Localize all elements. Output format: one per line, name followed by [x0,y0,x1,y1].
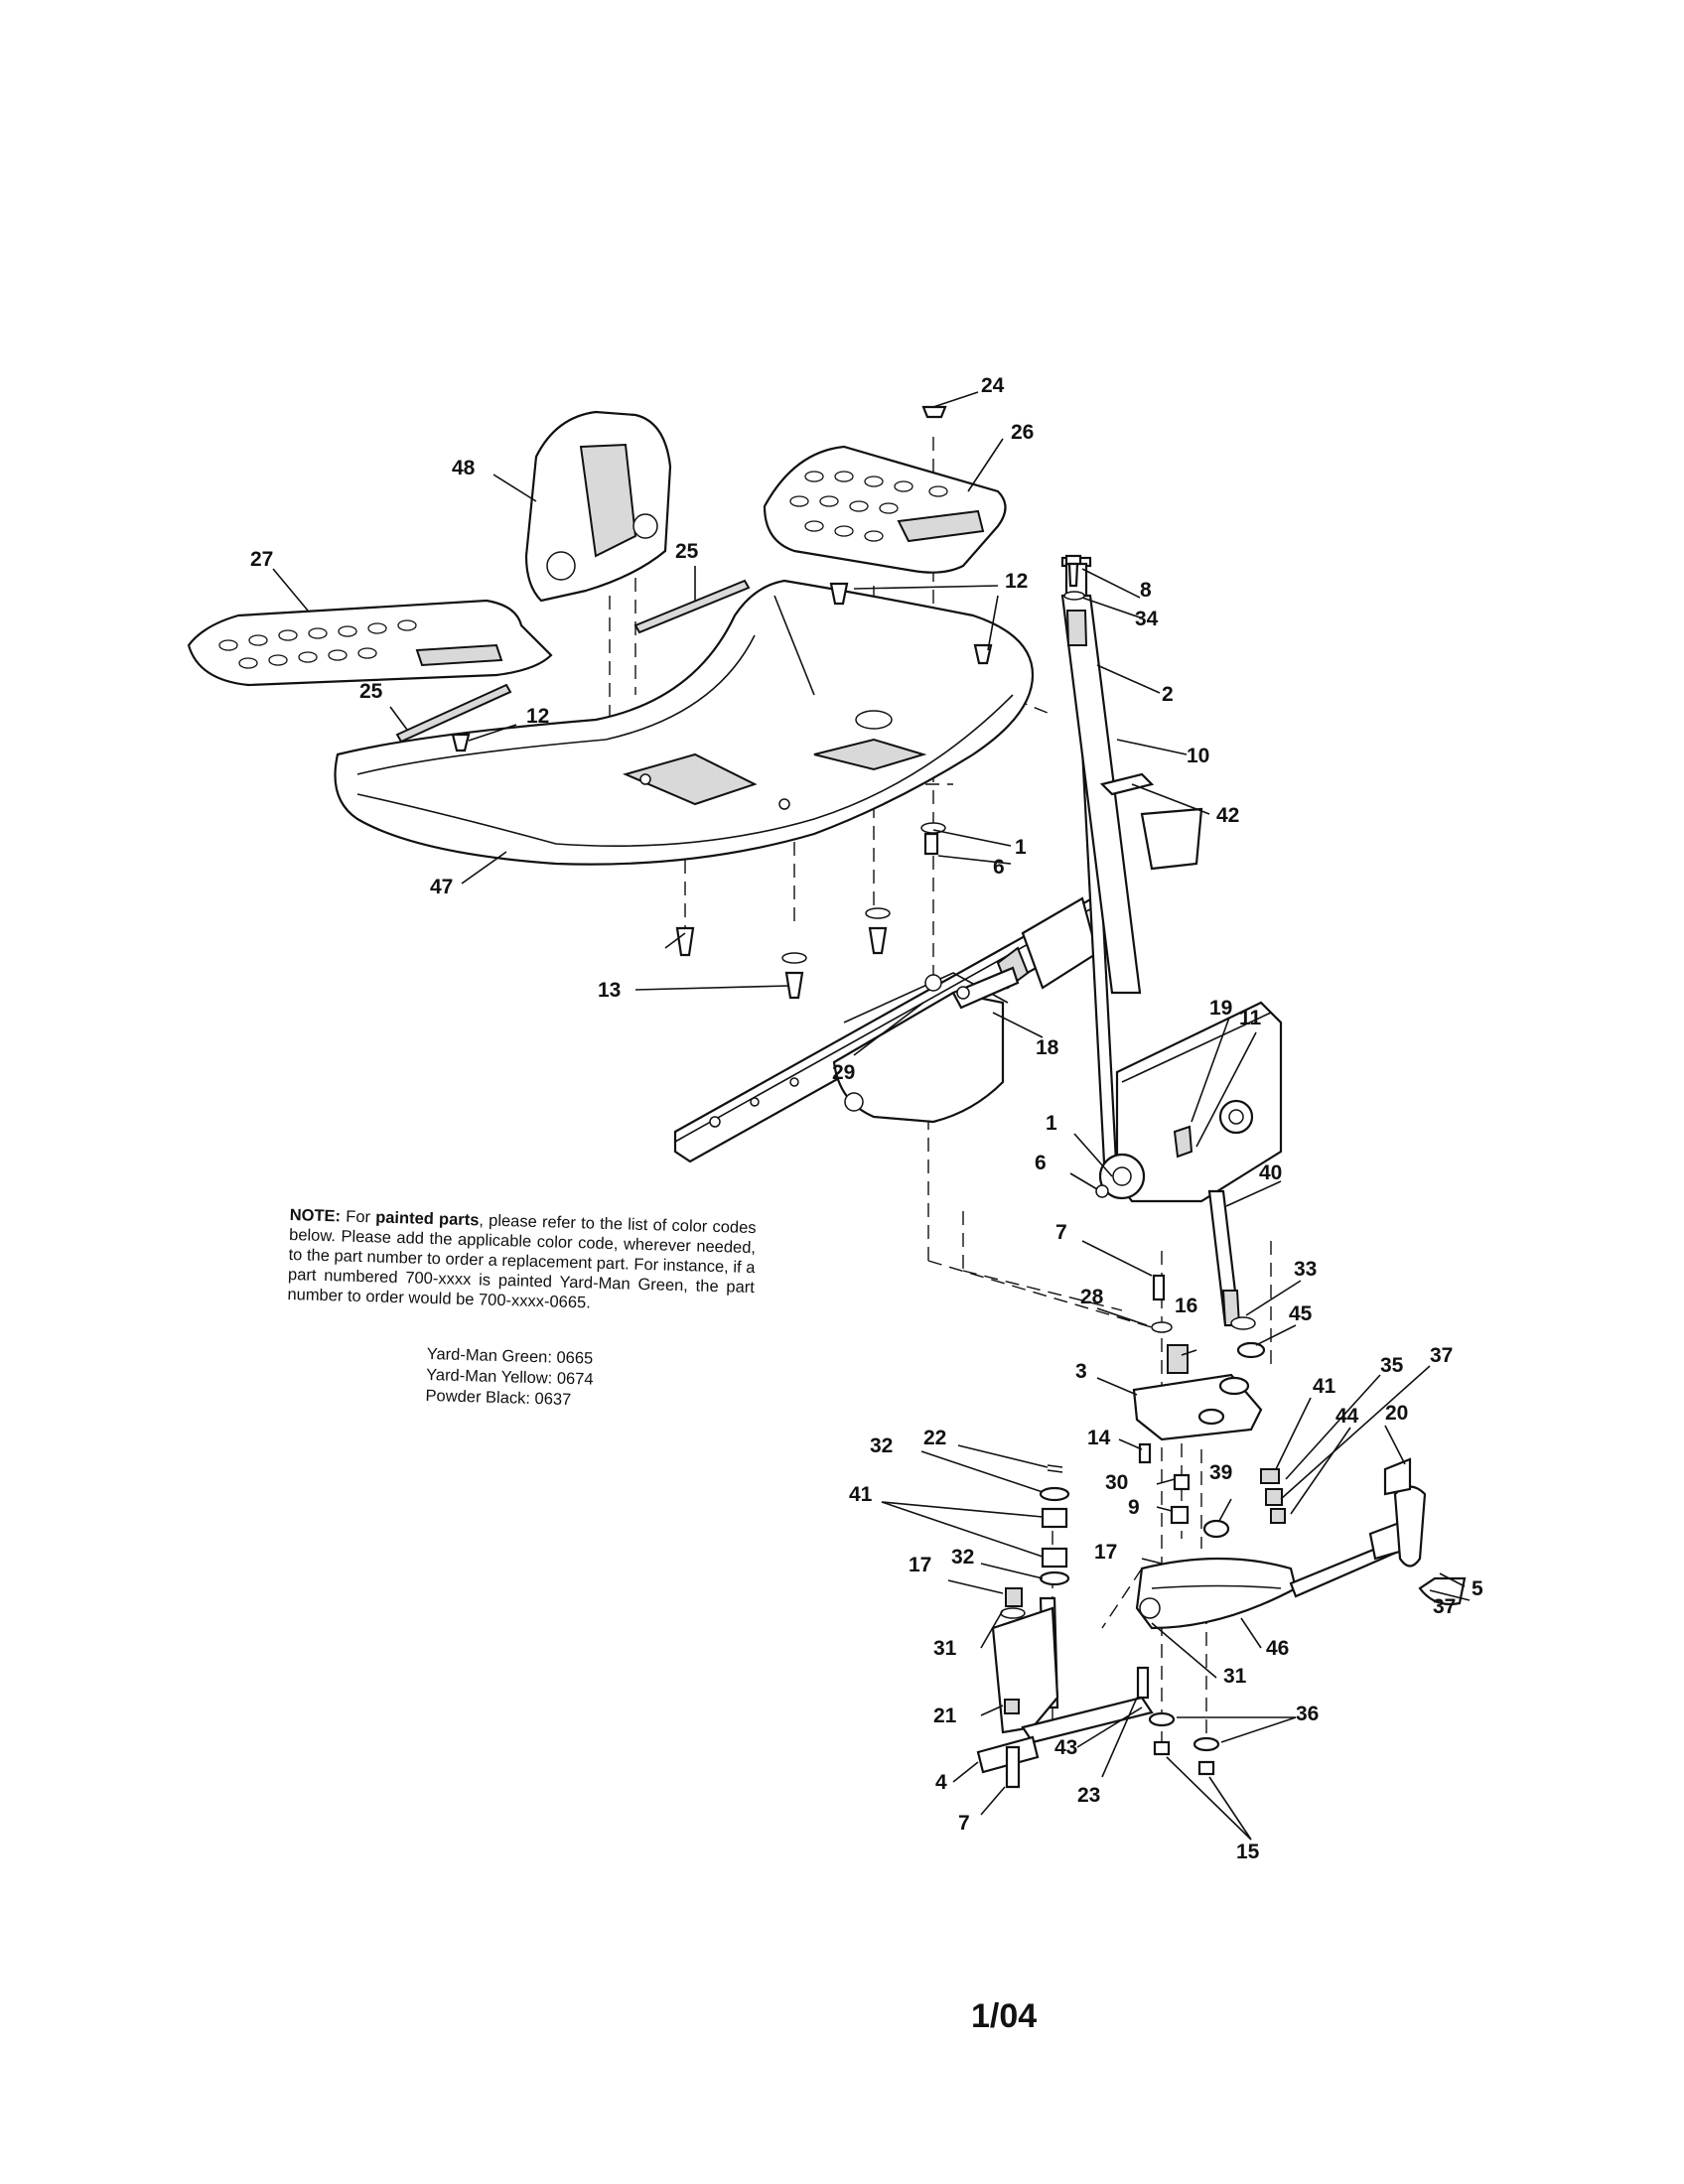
callout-9: 9 [1128,1496,1140,1519]
callout-30: 30 [1105,1471,1128,1494]
color-code-list: Yard-Man Green: 0665 Yard-Man Yellow: 06… [425,1344,594,1412]
leader-lines [272,391,1471,1841]
callout-32-left: 32 [951,1546,974,1569]
callout-12-top: 12 [1005,570,1028,593]
right-foot-plate-part [763,445,1007,574]
callout-29: 29 [832,1061,855,1084]
lower-shaft-part [1207,1189,1241,1327]
callout-11: 11 [1239,1007,1262,1029]
callout-33: 33 [1294,1258,1317,1281]
lower-washer-parts [1136,1666,1220,1776]
callout-4: 4 [935,1771,947,1794]
callout-1-mid: 1 [1046,1112,1057,1135]
callout-16: 16 [1175,1295,1197,1317]
small-hardware-parts [451,405,1085,856]
painted-parts-note: NOTE: For painted parts, please refer to… [287,1205,757,1317]
callout-41-left: 41 [849,1483,873,1506]
callout-5: 5 [1472,1577,1483,1600]
callout-31-left: 31 [933,1637,957,1660]
note-prefix: NOTE: [289,1205,342,1226]
callout-3: 3 [1075,1360,1087,1383]
callout-34: 34 [1135,608,1159,630]
callout-39: 39 [1209,1461,1232,1484]
callout-35: 35 [1380,1354,1404,1377]
hardware-cluster-parts [1138,1442,1286,1539]
callout-15: 15 [1236,1841,1260,1863]
callout-14: 14 [1087,1427,1111,1449]
note-text-1: For [340,1207,376,1227]
callout-46: 46 [1266,1637,1289,1660]
callout-36: 36 [1296,1703,1319,1725]
callout-44: 44 [1335,1405,1359,1428]
stacked-washer-parts [1039,1464,1070,1586]
callout-12-left: 12 [526,705,549,728]
callout-13: 13 [598,979,621,1002]
page-number: 1/04 [971,1997,1038,2035]
callout-25-left: 25 [359,680,383,703]
callout-31-right: 31 [1223,1665,1247,1688]
callout-26: 26 [1011,421,1034,444]
note-text-2: , please refer to the list of color code… [287,1211,757,1312]
note-bold-text: painted parts [374,1208,480,1230]
steering-shaft-part [1060,556,1203,1183]
pivot-bracket-part [832,966,1020,1124]
callout-32-top: 32 [870,1434,893,1457]
footrest-deck-part [334,579,1035,866]
callout-45: 45 [1289,1302,1313,1325]
callout-1-top: 1 [1015,836,1027,859]
callout-17-left: 17 [909,1554,931,1576]
callout-labels: 24 26 48 27 25 12 25 12 8 34 2 10 42 1 6… [250,374,1483,1863]
callout-20: 20 [1385,1402,1408,1425]
callout-47: 47 [430,876,453,898]
callout-42: 42 [1216,804,1239,827]
callout-40: 40 [1259,1161,1282,1184]
callout-21: 21 [933,1705,957,1727]
callout-48: 48 [452,457,476,479]
callout-8: 8 [1140,579,1152,602]
callout-27: 27 [250,548,273,571]
sector-gear-part [1135,1457,1467,1630]
callout-43: 43 [1054,1736,1077,1759]
trim-strip-parts [395,579,751,744]
steering-housing-part [1095,1001,1283,1203]
callout-41-right: 41 [1313,1375,1336,1398]
callout-6-top: 6 [993,856,1005,879]
callout-10: 10 [1187,745,1209,767]
gear-plate-part [1132,1274,1266,1441]
callout-37-bottom: 37 [1433,1595,1456,1618]
callout-28: 28 [1080,1286,1104,1308]
callout-25-top: 25 [675,540,699,563]
callout-24: 24 [981,374,1005,397]
spindle-axle-part [976,1587,1154,1789]
callout-7-bottom: 7 [958,1812,970,1835]
callout-22: 22 [923,1427,946,1449]
callout-2: 2 [1162,683,1174,706]
callout-7-mid: 7 [1055,1221,1067,1244]
callout-18: 18 [1036,1036,1059,1059]
shifter-cover-part [524,410,672,603]
callout-23: 23 [1077,1784,1100,1807]
callout-19: 19 [1209,997,1232,1020]
callout-6-mid: 6 [1035,1152,1047,1174]
callout-37-top: 37 [1430,1344,1453,1367]
callout-17-right: 17 [1094,1541,1117,1564]
left-foot-plate-part [187,599,553,687]
shoulder-screw-parts [675,907,891,1000]
